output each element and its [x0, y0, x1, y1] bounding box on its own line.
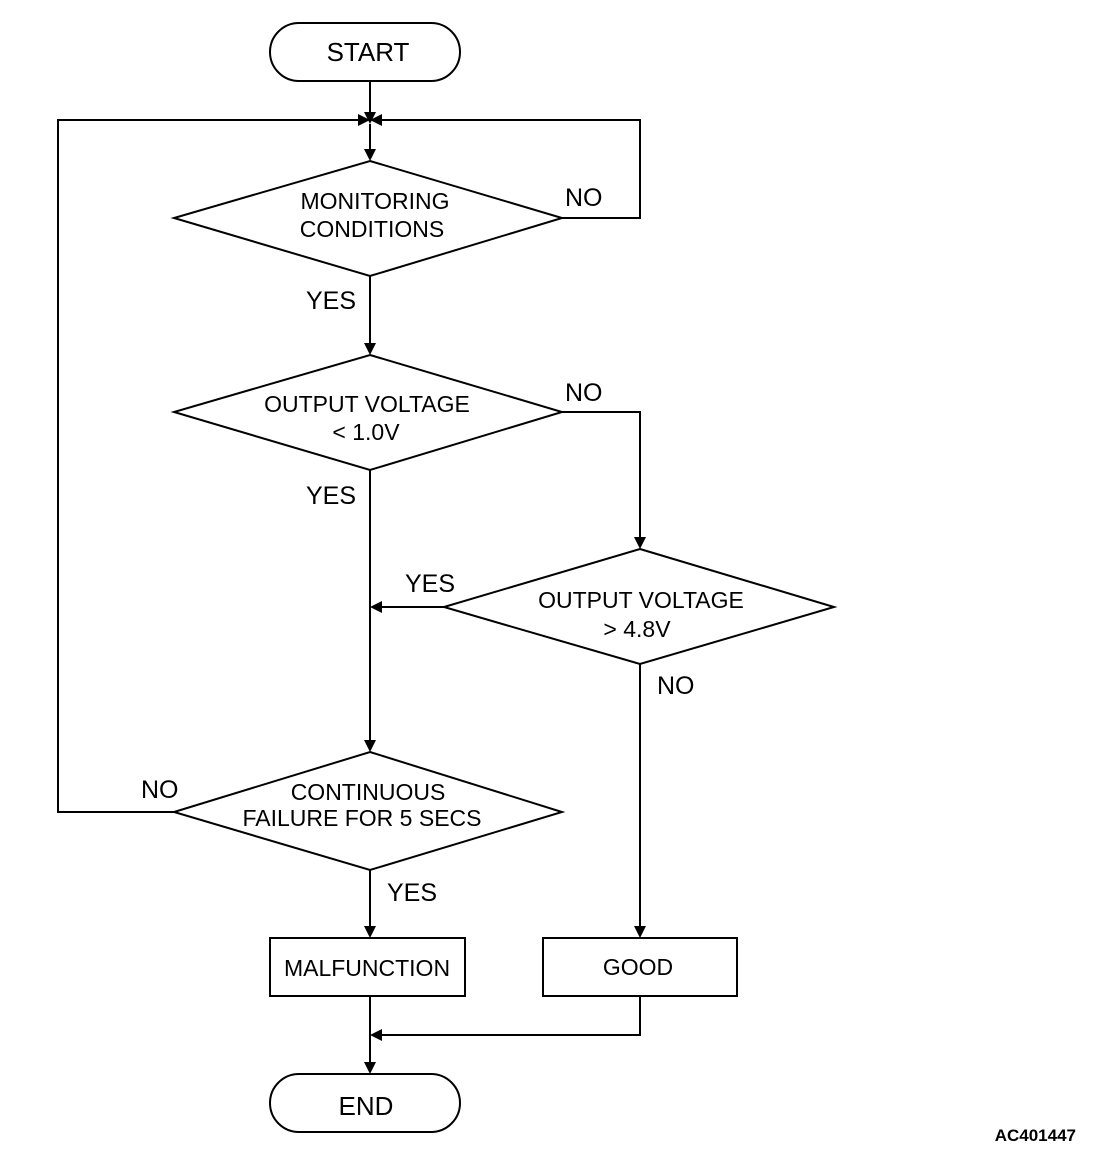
arrowhead-left-join [370, 114, 382, 126]
end-terminal [269, 1073, 461, 1133]
good-label: GOOD [603, 954, 673, 980]
connector-monitoring-no-loop [382, 119, 641, 219]
connector-continuous-no-loop [57, 119, 358, 813]
monitoring-label-line1: MONITORING [300, 188, 449, 214]
voltage-low-yes-label: YES [306, 482, 356, 510]
good-process [542, 937, 738, 997]
start-label: START [327, 37, 410, 67]
continuous-no-label: NO [141, 776, 179, 804]
voltage-low-decision [170, 353, 566, 472]
end-label: END [339, 1091, 394, 1121]
voltage-high-no-label: NO [657, 672, 695, 700]
arrowhead-merge [370, 1029, 382, 1041]
monitoring-conditions-decision [170, 159, 566, 278]
malfunction-process [269, 937, 466, 997]
monitoring-yes-label: YES [306, 287, 356, 315]
monitoring-no-label: NO [565, 184, 603, 212]
voltage-high-yes-label: YES [405, 570, 455, 598]
arrowhead-into-end [364, 1062, 376, 1074]
connector-good-to-merge [382, 997, 641, 1036]
voltage-low-no-label: NO [565, 379, 603, 407]
arrowhead-into-voltage-high [634, 537, 646, 549]
malfunction-label: MALFUNCTION [284, 955, 450, 981]
voltage-high-decision [440, 547, 838, 666]
continuous-label-line1: CONTINUOUS [291, 779, 446, 805]
arrowhead-into-voltage-low [364, 343, 376, 355]
figure-id-label: AC401447 [995, 1126, 1076, 1145]
start-terminal [269, 22, 461, 82]
arrowhead-down-join [364, 112, 376, 124]
voltage-low-label-line2: < 1.0V [332, 419, 400, 445]
voltage-high-label-line1: OUTPUT VOLTAGE [538, 587, 744, 613]
arrowhead-into-good [634, 926, 646, 938]
arrowhead-into-monitoring [364, 149, 376, 161]
voltage-high-label-line2: > 4.8V [603, 616, 671, 642]
arrowhead-into-malfunction [364, 926, 376, 938]
voltage-low-label-line1: OUTPUT VOLTAGE [264, 391, 470, 417]
monitoring-label-line2: CONDITIONS [300, 216, 444, 242]
arrowhead-right-join [358, 114, 370, 126]
arrowhead-voltage-high-yes [370, 601, 382, 613]
connector-voltage-low-no [562, 411, 641, 538]
continuous-label-line2: FAILURE FOR 5 SECS [242, 805, 481, 831]
arrowhead-into-continuous [364, 740, 376, 752]
continuous-yes-label: YES [387, 879, 437, 907]
continuous-failure-decision [170, 750, 566, 872]
